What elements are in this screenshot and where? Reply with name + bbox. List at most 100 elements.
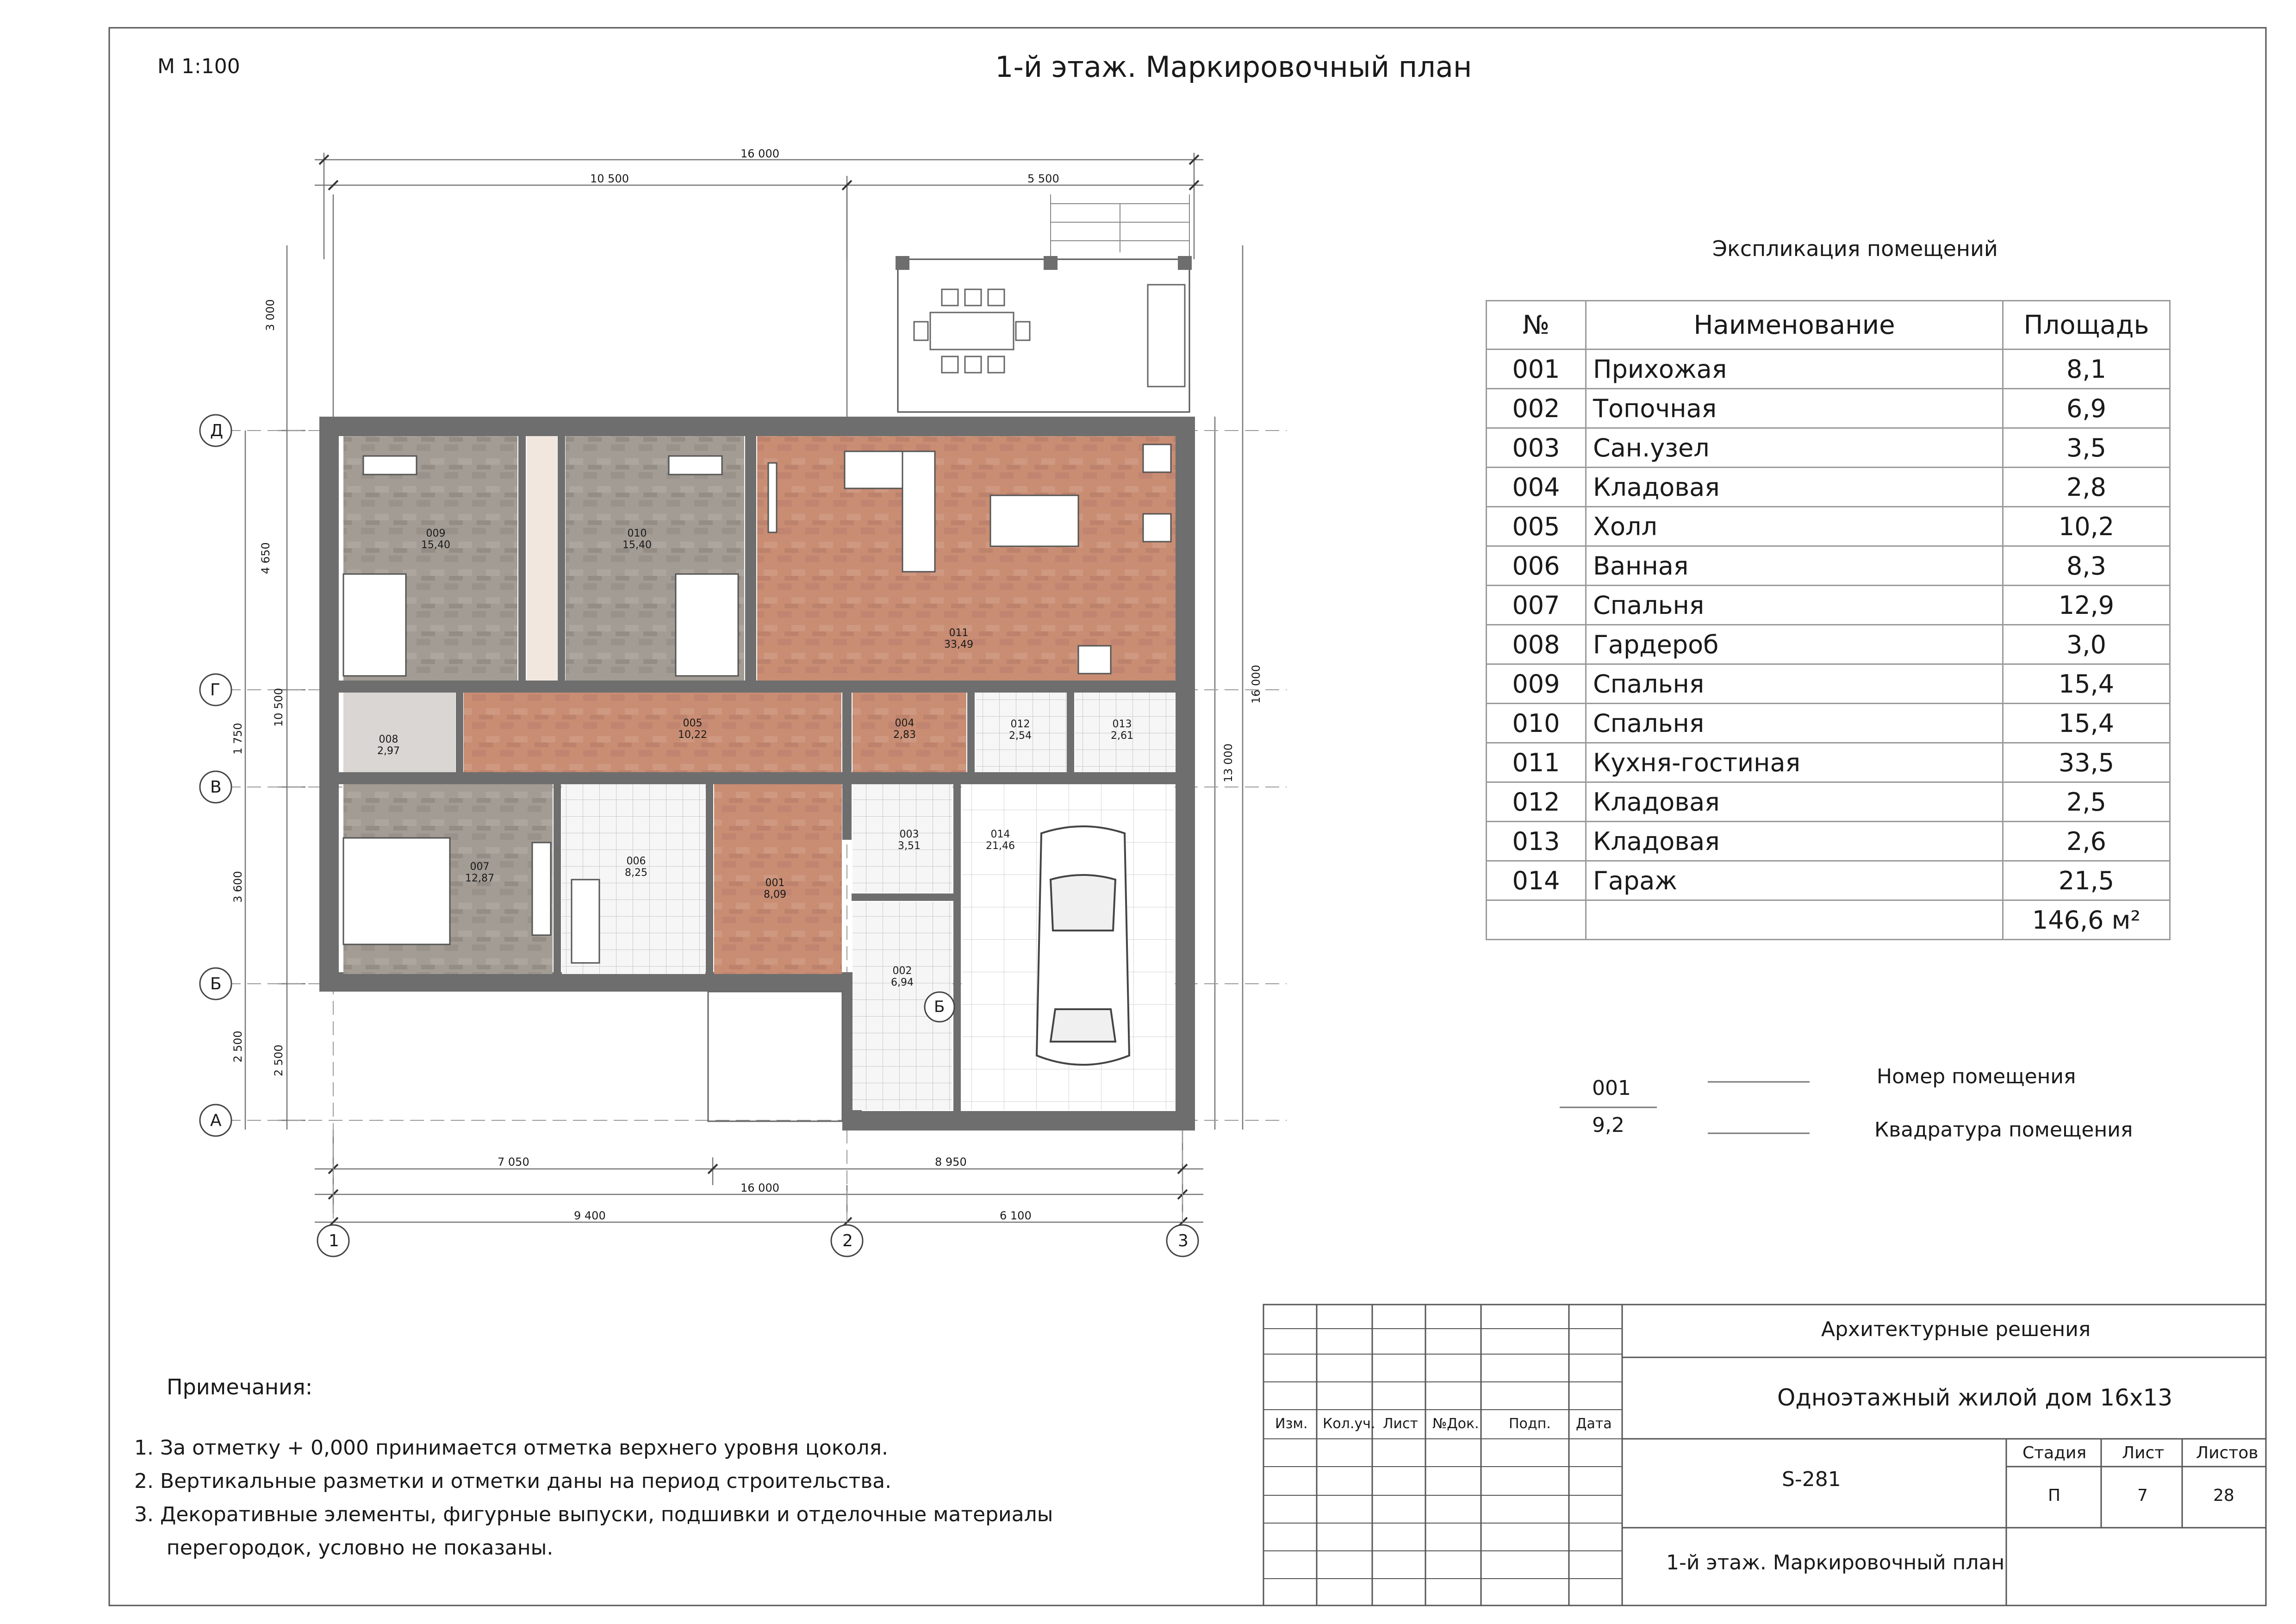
stamp-col-data: Дата xyxy=(1576,1416,1612,1432)
cell-num: 005 xyxy=(1486,506,1587,547)
stamp-col-izm: Изм. xyxy=(1275,1416,1308,1432)
stamp-section: Архитектурные решения xyxy=(1821,1318,2091,1341)
cell-name: Кладовая xyxy=(1585,467,2004,507)
dim-left-2500b: 2 500 xyxy=(272,1044,285,1076)
cell-area: 2,6 xyxy=(2002,821,2171,862)
dim-bottom-a: 9 400 xyxy=(574,1209,606,1222)
cell-area: 2,5 xyxy=(2002,781,2171,822)
cell-name: Топочная xyxy=(1585,388,2004,429)
cell-num: 013 xyxy=(1486,821,1587,862)
stamp-col-koluch: Кол.уч. xyxy=(1323,1416,1375,1432)
dim-top-left: 10 500 xyxy=(590,172,629,185)
note-item: 3. Декоративные элементы, фигурные выпус… xyxy=(134,1503,1053,1526)
cell-name: Прихожая xyxy=(1585,349,2004,389)
dim-left-4650: 4 650 xyxy=(259,542,272,574)
stamp-col-ndok: №Док. xyxy=(1432,1416,1479,1432)
dim-left-3000: 3 000 xyxy=(264,299,277,331)
note-item: 1. За отметку + 0,000 принимается отметк… xyxy=(134,1436,888,1460)
cell-empty xyxy=(1486,899,1587,940)
cell-name: Ванная xyxy=(1585,545,2004,586)
cell-num: 008 xyxy=(1486,624,1587,665)
dim-bottom-left: 7 050 xyxy=(498,1156,529,1168)
table-header-row: № Наименование Площадь xyxy=(1486,300,2171,350)
stamp-project: Одноэтажный жилой дом 16х13 xyxy=(1777,1384,2173,1411)
legend-sample-num: 001 xyxy=(1592,1076,1631,1100)
cell-name: Холл xyxy=(1585,506,2004,547)
stamp-stage-label: Стадия xyxy=(2022,1443,2087,1462)
cell-num: 002 xyxy=(1486,388,1587,429)
legend-sample-area: 9,2 xyxy=(1592,1113,1624,1137)
axis-row-a: А xyxy=(210,1111,222,1130)
cell-area: 6,9 xyxy=(2002,388,2171,429)
cell-name: Кладовая xyxy=(1585,781,2004,822)
cell-name: Кладовая xyxy=(1585,821,2004,862)
axis-col-2: 2 xyxy=(842,1231,853,1250)
cell-area: 2,8 xyxy=(2002,467,2171,507)
dim-top-total: 16 000 xyxy=(740,147,779,160)
cell-num: 010 xyxy=(1486,703,1587,743)
cell-num: 004 xyxy=(1486,467,1587,507)
dim-left-1750: 1 750 xyxy=(231,723,244,755)
dim-bottom-b: 6 100 xyxy=(1000,1209,1032,1222)
notes-block: Примечания: 1. За отметку + 0,000 приним… xyxy=(134,1370,1053,1565)
stamp-sheet-label: Лист xyxy=(2122,1443,2165,1462)
cell-num: 011 xyxy=(1486,742,1587,783)
stamp-col-list: Лист xyxy=(1383,1416,1419,1432)
axis-row-v: В xyxy=(210,778,222,797)
dim-right-13000: 13 000 xyxy=(1222,743,1235,782)
page-title: 1-й этаж. Маркировочный план xyxy=(995,50,1472,84)
cell-num: 001 xyxy=(1486,349,1587,389)
cell-num: 007 xyxy=(1486,585,1587,625)
cell-empty xyxy=(1585,899,2004,940)
cell-area: 33,5 xyxy=(2002,742,2171,783)
cell-area: 10,2 xyxy=(2002,506,2171,547)
cell-area: 21,5 xyxy=(2002,860,2171,901)
axis-row-d: Д xyxy=(210,421,224,440)
cell-area: 3,5 xyxy=(2002,427,2171,468)
stamp-sheets: 28 xyxy=(2213,1486,2234,1505)
col-header-name: Наименование xyxy=(1585,300,2004,350)
dim-left-3600: 3 600 xyxy=(231,871,244,903)
axis-col-3: 3 xyxy=(1178,1231,1188,1250)
notes-title: Примечания: xyxy=(167,1374,313,1399)
dim-left-2500: 2 500 xyxy=(231,1031,244,1062)
cell-num: 009 xyxy=(1486,663,1587,704)
explication-title: Экспликация помещений xyxy=(1712,236,1998,261)
boiler-mark: Б xyxy=(934,998,945,1016)
col-header-num: № xyxy=(1486,300,1587,350)
note-item: перегородок, условно не показаны. xyxy=(134,1536,554,1560)
stamp-code: S-281 xyxy=(1782,1468,1841,1491)
scale-label: М 1:100 xyxy=(157,55,240,78)
legend-num-label: Номер помещения xyxy=(1877,1065,2076,1088)
axis-col-1: 1 xyxy=(329,1231,339,1250)
cell-area: 8,3 xyxy=(2002,545,2171,586)
axis-row-b: Б xyxy=(210,974,222,993)
table-total-row: 146,6 м² xyxy=(1486,899,2171,940)
cell-num: 006 xyxy=(1486,545,1587,586)
stamp-sheet: 7 xyxy=(2137,1486,2148,1505)
cell-name: Спальня xyxy=(1585,703,2004,743)
axis-row-g: Г xyxy=(210,681,220,700)
